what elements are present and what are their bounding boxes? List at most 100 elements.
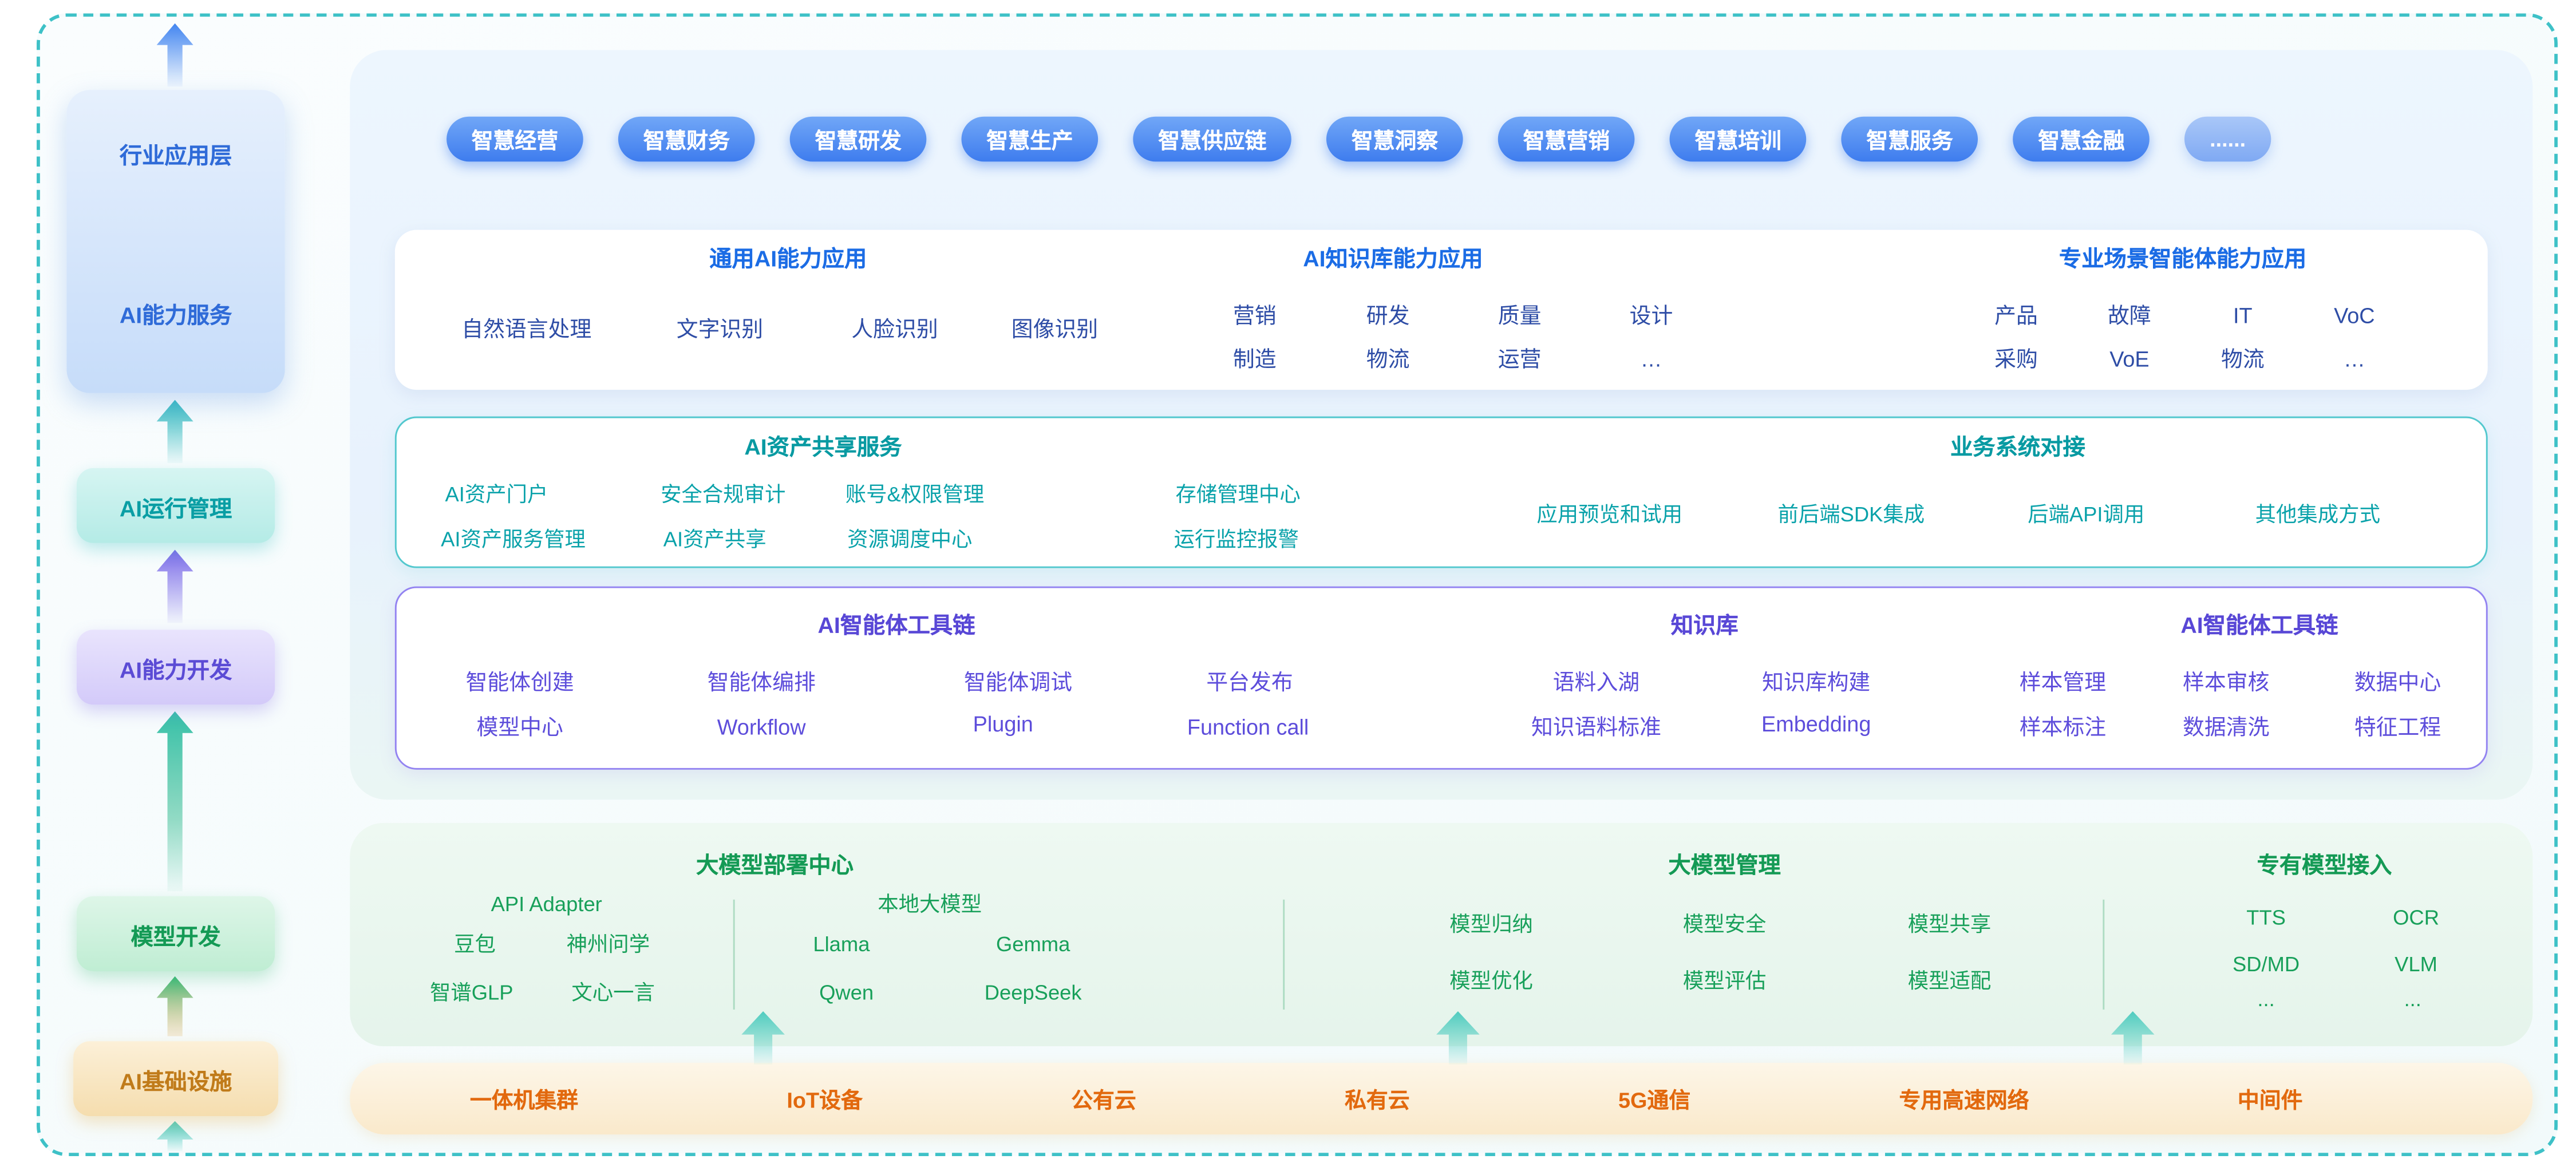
knowledge-item: 知识库构建	[1762, 670, 1871, 695]
capability-card: 通用AI能力应用 AI知识库能力应用 专业场景智能体能力应用 自然语言处理 文字…	[394, 230, 2488, 390]
asset-item: AI资产共享	[663, 528, 767, 552]
data-toolchain-item: 样本管理	[2019, 670, 2107, 695]
model-mgmt-item: 模型共享	[1907, 913, 1992, 936]
capability-item: 制造	[1232, 346, 1277, 372]
industry-pill: 智慧金融	[2013, 116, 2150, 162]
asset-item: AI资产门户	[445, 483, 548, 507]
asset-item: 安全合规审计	[661, 483, 786, 507]
toolchain-item: 平台发布	[1206, 670, 1293, 695]
up-arrow-icon	[156, 23, 193, 87]
up-arrow-icon	[156, 399, 193, 464]
section-title-model-management: 大模型管理	[1668, 853, 1781, 878]
toolchain-item: 智能体创建	[465, 670, 574, 695]
integration-item: 后端API调用	[2028, 503, 2145, 527]
section-title-proprietary-model: 专有模型接入	[2257, 853, 2392, 878]
capability-item: 文字识别	[676, 317, 764, 342]
capability-item: …	[2343, 346, 2365, 372]
asset-item: AI资产服务管理	[441, 528, 586, 552]
toolchain-item: Workflow	[717, 714, 806, 740]
up-arrow-icon	[2111, 1011, 2155, 1065]
industry-pill: 智慧供应链	[1133, 116, 1292, 162]
section-title-general-ai: 通用AI能力应用	[709, 246, 867, 272]
model-item: 神州问学	[566, 933, 650, 956]
capability-item: 研发	[1366, 303, 1410, 329]
knowledge-item: Embedding	[1761, 711, 1871, 737]
section-title-system-integration: 业务系统对接	[1950, 434, 2085, 460]
layer-box-runtime-management: AI运行管理	[76, 468, 275, 543]
data-toolchain-item: 特征工程	[2354, 714, 2441, 740]
toolchain-item: 智能体编排	[707, 670, 816, 695]
capability-item: 营销	[1232, 303, 1277, 329]
capability-item: IT	[2233, 303, 2253, 329]
capability-item: 质量	[1498, 303, 1542, 329]
application-capability-panel: 智慧经营智慧财务智慧研发智慧生产智慧供应链智慧洞察智慧营销智慧培训智慧服务智慧金…	[350, 50, 2533, 800]
capability-item: 设计	[1629, 303, 1673, 329]
capability-item: 自然语言处理	[461, 317, 592, 342]
capability-item: VoC	[2334, 303, 2375, 329]
layer-box-capability-development: AI能力开发	[76, 630, 275, 705]
model-item: 豆包	[454, 933, 496, 956]
industry-pill: 智慧服务	[1841, 116, 1978, 162]
up-arrow-icon	[741, 1011, 785, 1065]
infra-item: 一体机集群	[469, 1087, 579, 1113]
layer-label-runtime-management: AI运行管理	[119, 495, 232, 521]
infra-item: 私有云	[1345, 1087, 1410, 1113]
capability-item: 故障	[2108, 303, 2151, 329]
section-title-agent-toolchain: AI智能体工具链	[817, 613, 975, 638]
industry-pill: 智慧生产	[961, 116, 1099, 162]
capability-item: 产品	[1994, 303, 2038, 329]
proprietary-item: OCR	[2393, 906, 2439, 930]
industry-pill: 智慧经营	[447, 116, 583, 162]
integration-item: 其他集成方式	[2255, 503, 2381, 527]
section-title-asset-sharing: AI资产共享服务	[744, 434, 902, 460]
model-item: 文心一言	[571, 981, 655, 1005]
divider	[733, 899, 735, 1010]
toolchain-item: Function call	[1187, 714, 1309, 740]
layer-label-infrastructure: AI基础设施	[119, 1069, 232, 1094]
asset-item: 账号&权限管理	[845, 483, 985, 507]
model-item: Qwen	[819, 981, 874, 1005]
infra-item: IoT设备	[787, 1087, 863, 1113]
layer-label-ai-capability-service: AI能力服务	[119, 303, 232, 329]
model-mgmt-item: 模型评估	[1682, 970, 1767, 993]
section-title-agent-apps: 专业场景智能体能力应用	[2059, 246, 2307, 272]
industry-pill-row: 智慧经营智慧财务智慧研发智慧生产智慧供应链智慧洞察智慧营销智慧培训智慧服务智慧金…	[447, 116, 2271, 162]
toolchain-card: AI智能体工具链 知识库 AI智能体工具链 智能体创建 智能体编排 智能体调试 …	[394, 586, 2488, 770]
toolchain-item: Plugin	[973, 711, 1033, 737]
infra-item: 5G通信	[1618, 1087, 1691, 1113]
up-arrow-icon	[156, 1121, 193, 1152]
layer-box-model-development: 模型开发	[76, 896, 275, 971]
up-arrow-icon	[156, 711, 193, 892]
model-item: Llama	[813, 933, 870, 956]
industry-pill: 智慧营销	[1498, 116, 1635, 162]
model-item: Gemma	[995, 933, 1070, 956]
industry-pill: 智慧洞察	[1326, 116, 1463, 162]
data-toolchain-item: 数据中心	[2354, 670, 2441, 695]
capability-item: VoE	[2109, 346, 2150, 372]
model-mgmt-item: 模型适配	[1907, 970, 1992, 993]
model-item: 智谱GLP	[429, 981, 513, 1005]
capability-item: 采购	[1994, 346, 2038, 372]
proprietary-item: ...	[2257, 988, 2275, 1011]
industry-pill: ......	[2184, 116, 2271, 162]
up-arrow-icon	[156, 976, 193, 1037]
asset-item: 资源调度中心	[847, 528, 973, 552]
layer-box-application: 行业应用层 AI能力服务	[66, 90, 285, 393]
data-toolchain-item: 数据清洗	[2183, 714, 2270, 740]
proprietary-item: ...	[2404, 988, 2421, 1011]
asset-item: 运行监控报警	[1174, 528, 1299, 552]
knowledge-item: 语料入湖	[1552, 670, 1640, 695]
layer-label-model-development: 模型开发	[131, 923, 221, 949]
industry-pill: 智慧财务	[618, 116, 755, 162]
proprietary-item: SD/MD	[2232, 952, 2300, 976]
model-platform-panel: 大模型部署中心 大模型管理 专有模型接入 API Adapter 豆包 神州问学…	[350, 822, 2533, 1046]
proprietary-item: VLM	[2395, 952, 2437, 976]
data-toolchain-item: 样本审核	[2183, 670, 2270, 695]
capability-item: …	[1640, 346, 1662, 372]
capability-item: 物流	[2221, 346, 2265, 372]
model-mgmt-item: 模型优化	[1449, 970, 1533, 993]
toolchain-item: 智能体调试	[963, 670, 1073, 695]
capability-item: 运营	[1498, 346, 1542, 372]
